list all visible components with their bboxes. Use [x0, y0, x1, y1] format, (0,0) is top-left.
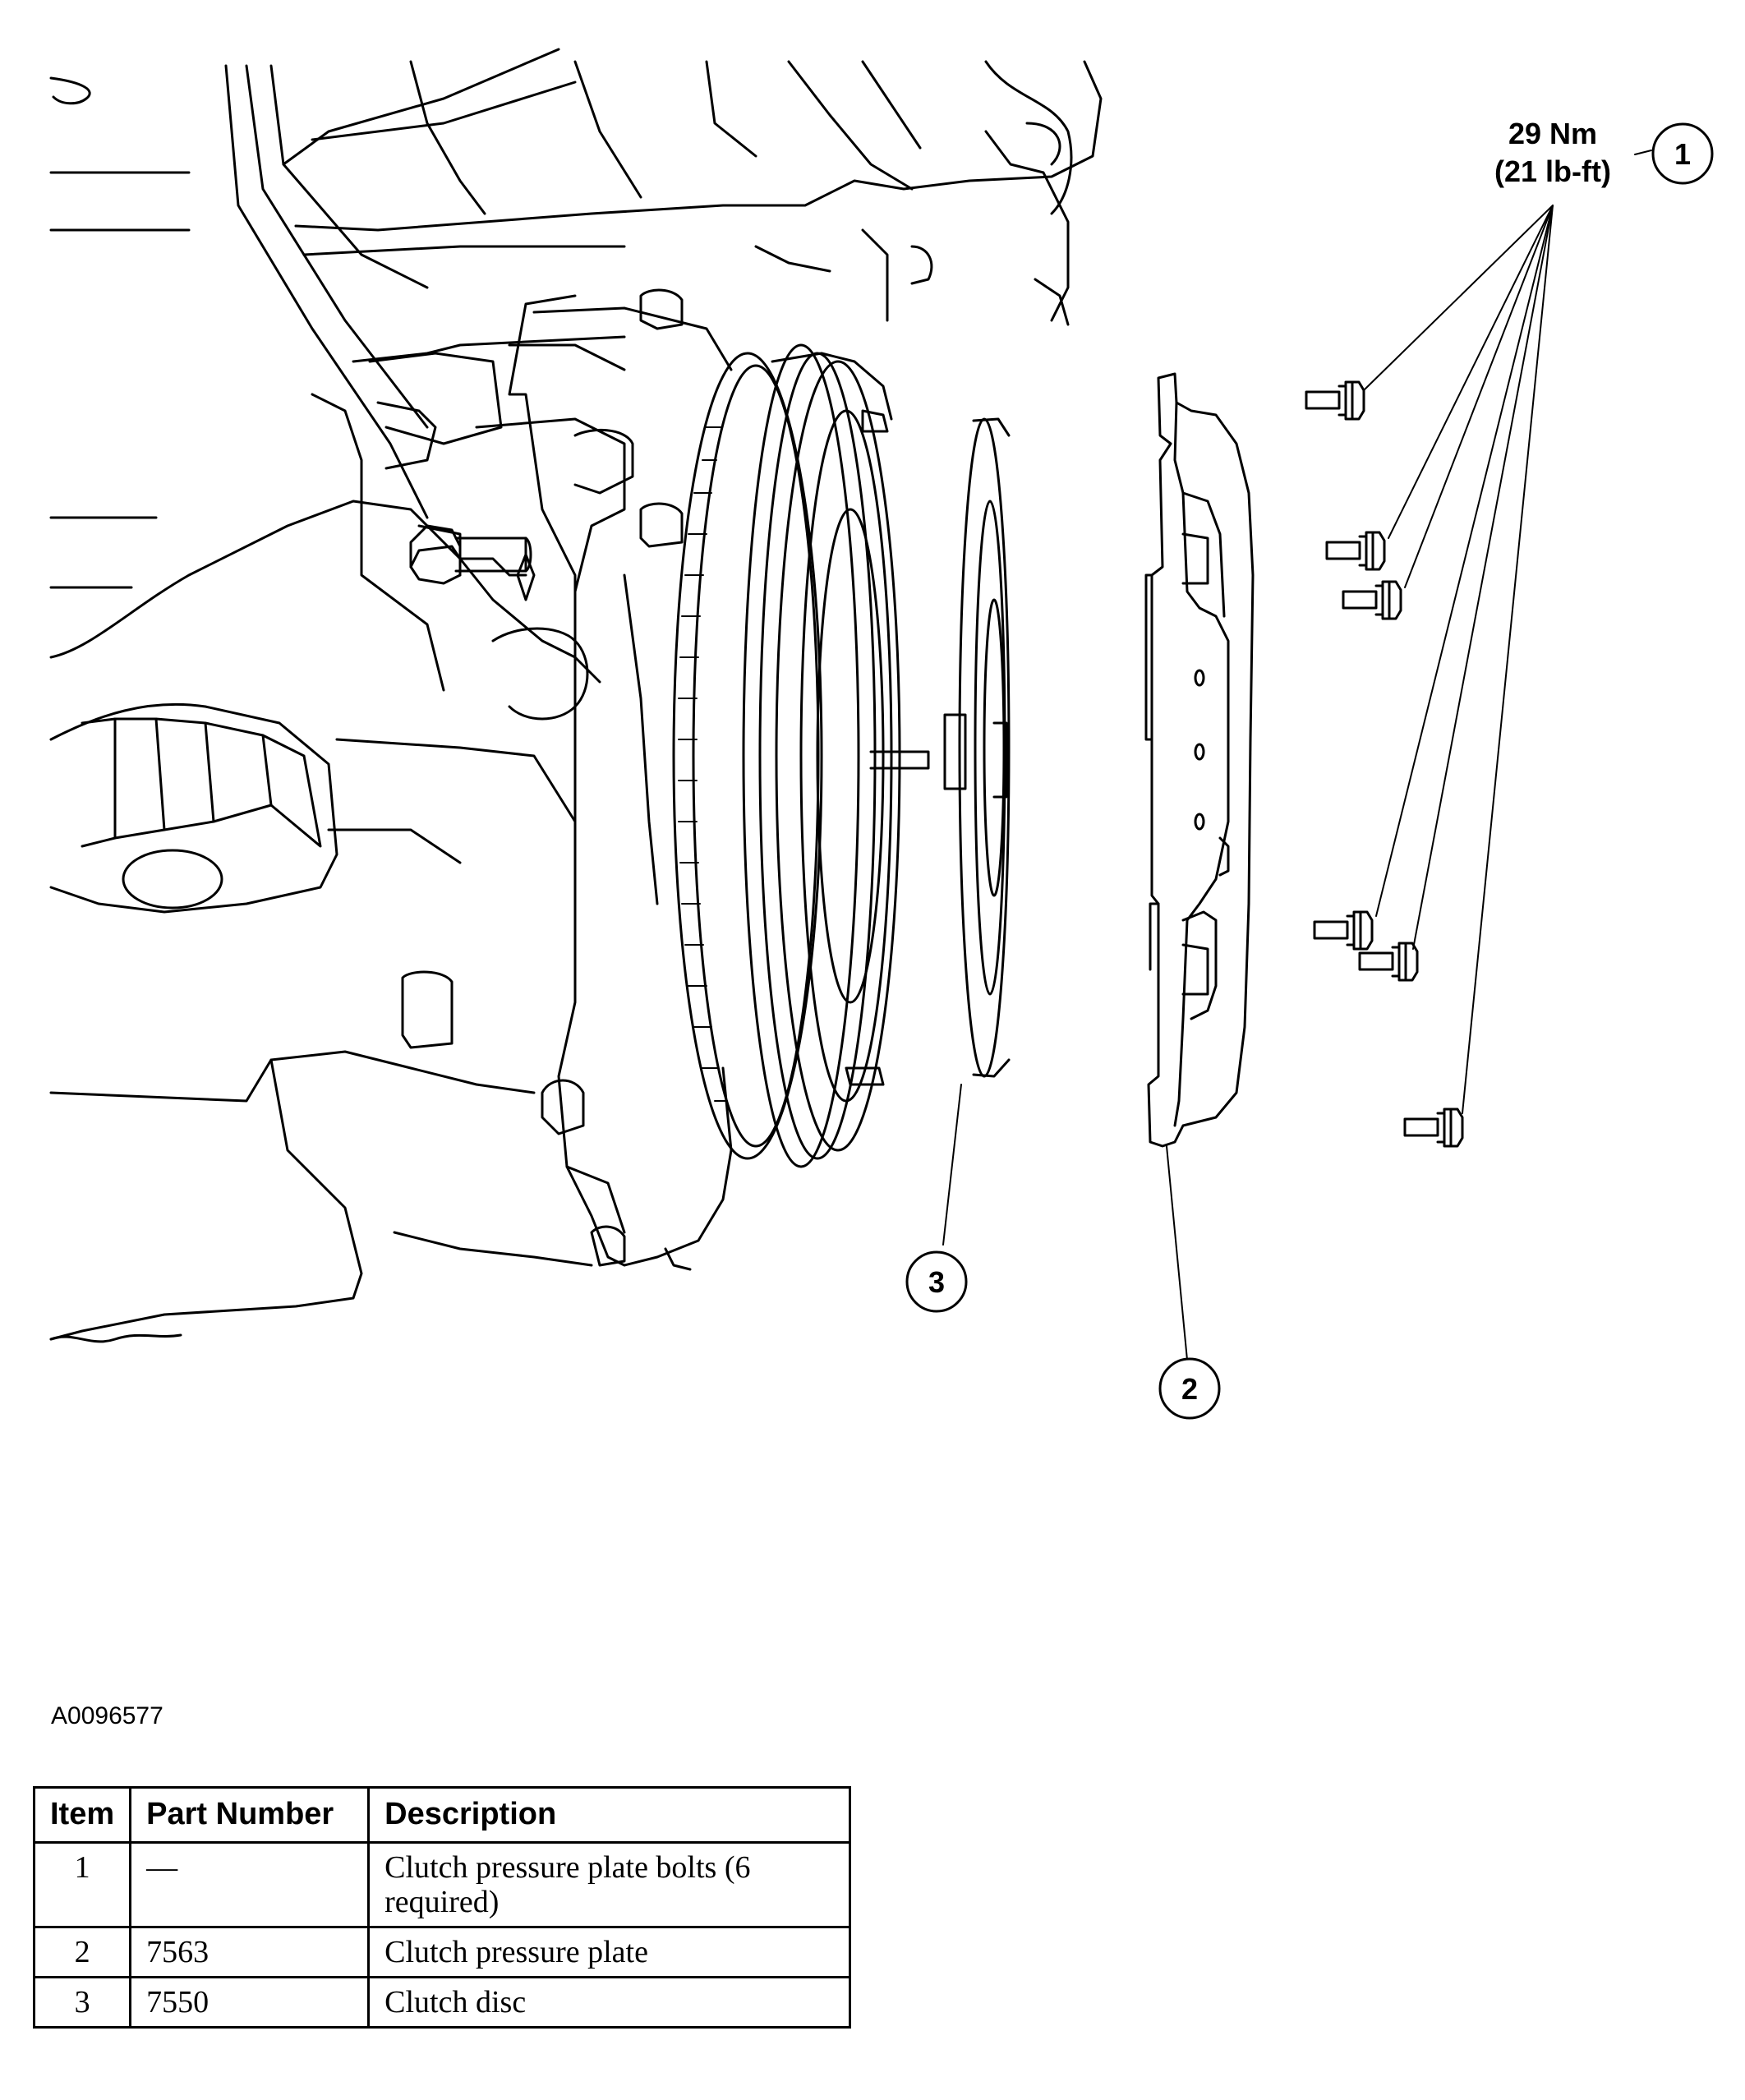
- exploded-clutch-diagram: 1 2 3: [49, 48, 1714, 1420]
- svg-text:2: 2: [1181, 1372, 1198, 1406]
- cell-item: 3: [32, 1976, 132, 2029]
- bolt: [1403, 1108, 1464, 1148]
- table-row: 1 — Clutch pressure plate bolts (6 requi…: [32, 1841, 851, 1928]
- flywheel: [672, 343, 930, 1168]
- callout-1: 1: [1651, 122, 1714, 185]
- torque-imperial: (21 lb-ft): [1494, 154, 1611, 188]
- bolt: [1342, 580, 1402, 620]
- cell-part-number: 7550: [129, 1976, 371, 2029]
- svg-text:3: 3: [928, 1265, 945, 1299]
- cell-part-number: —: [129, 1841, 371, 1928]
- header-part-number: Part Number: [129, 1786, 371, 1844]
- clutch-pressure-plate-bolts: [1305, 380, 1464, 1148]
- clutch-disc: [943, 417, 1011, 1078]
- flywheel-housing: [508, 294, 733, 1271]
- engine-block-linework: [49, 48, 1103, 1343]
- callout-3: 3: [905, 1250, 968, 1313]
- torque-spec: 29 Nm (21 lb-ft): [1479, 115, 1627, 191]
- bolt: [1325, 531, 1386, 571]
- callout-2: 2: [1158, 1357, 1221, 1420]
- table-row: 2 7563 Clutch pressure plate: [32, 1926, 851, 1978]
- header-description: Description: [367, 1786, 851, 1844]
- header-item: Item: [32, 1786, 132, 1844]
- leader-lines: [942, 150, 1652, 1361]
- cell-description: Clutch pressure plate bolts (6 required): [367, 1841, 851, 1928]
- clutch-pressure-plate: [1144, 372, 1255, 1148]
- bolt: [1313, 910, 1374, 951]
- cell-part-number: 7563: [129, 1926, 371, 1978]
- cell-description: Clutch pressure plate: [367, 1926, 851, 1978]
- dowel-stud: [409, 524, 532, 585]
- table-header-row: Item Part Number Description: [32, 1786, 851, 1844]
- cell-description: Clutch disc: [367, 1976, 851, 2029]
- bolt: [1358, 942, 1419, 982]
- bolt: [1305, 380, 1365, 421]
- parts-legend-table: Item Part Number Description 1 — Clutch …: [32, 1786, 851, 2029]
- svg-text:1: 1: [1674, 137, 1691, 171]
- torque-metric: 29 Nm: [1508, 117, 1598, 150]
- cell-item: 2: [32, 1926, 132, 1978]
- figure-id: A0096577: [51, 1702, 163, 1729]
- cell-item: 1: [32, 1841, 132, 1928]
- table-row: 3 7550 Clutch disc: [32, 1976, 851, 2029]
